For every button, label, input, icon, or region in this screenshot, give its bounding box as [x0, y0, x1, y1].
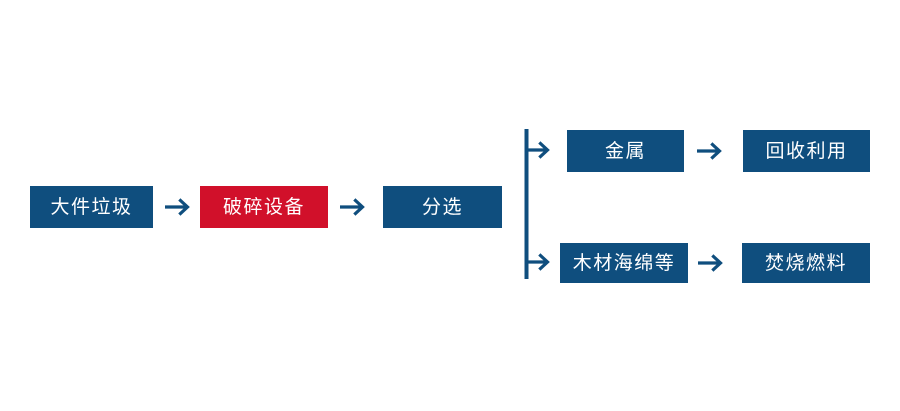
- node-metal[interactable]: 金属: [567, 130, 684, 172]
- branch-split-icon: [520, 125, 570, 283]
- node-recycling-reuse[interactable]: 回收利用: [743, 130, 870, 172]
- node-incineration-fuel[interactable]: 焚烧燃料: [742, 243, 870, 283]
- arrow-right-icon: [339, 196, 370, 218]
- arrow-right-icon: [164, 196, 195, 218]
- node-crushing-equipment[interactable]: 破碎设备: [200, 186, 328, 228]
- node-wood-sponge-etc[interactable]: 木材海绵等: [560, 243, 688, 283]
- node-bulky-waste[interactable]: 大件垃圾: [30, 186, 153, 228]
- arrow-right-icon: [696, 140, 727, 162]
- arrow-right-icon: [697, 252, 728, 274]
- node-sorting[interactable]: 分选: [383, 186, 502, 228]
